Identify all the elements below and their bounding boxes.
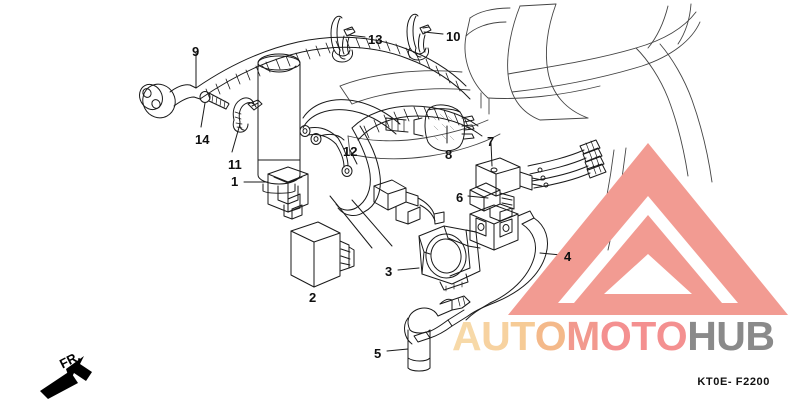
part-9-spiral-cable bbox=[195, 36, 471, 100]
callout-number-10: 10 bbox=[446, 29, 461, 44]
wire-harness-main bbox=[302, 99, 401, 216]
part-2-cdi-unit bbox=[290, 221, 355, 288]
part-3-regulator bbox=[418, 225, 481, 292]
part-12-ground-cable bbox=[299, 125, 353, 177]
part-1-connector bbox=[267, 166, 309, 220]
callout-number-9: 9 bbox=[192, 44, 200, 59]
part-14-bolt bbox=[199, 91, 230, 110]
part-number-label: KT0E- F2200 bbox=[697, 376, 770, 388]
callout-number-1: 1 bbox=[231, 174, 239, 189]
part-10-clip bbox=[406, 13, 432, 61]
part-5-plug-cap bbox=[404, 295, 471, 372]
callout-number-8: 8 bbox=[445, 147, 453, 162]
callout-number-14: 14 bbox=[195, 132, 210, 147]
leader-lines bbox=[195, 31, 562, 352]
callout-number-3: 3 bbox=[385, 264, 393, 279]
callout-number-11: 11 bbox=[228, 157, 242, 172]
part-8-boot-connector bbox=[385, 104, 475, 152]
part-11-clamp bbox=[232, 97, 263, 133]
callout-number-2: 2 bbox=[309, 290, 317, 305]
callout-number-6: 6 bbox=[456, 190, 464, 205]
frame-reference-lines bbox=[339, 3, 713, 251]
callout-number-12: 12 bbox=[343, 144, 358, 159]
part-9-noise-suppressor bbox=[139, 83, 201, 119]
harness-branch-connectors bbox=[373, 179, 445, 225]
part-13-clip bbox=[330, 15, 356, 63]
arrow-glyph bbox=[40, 356, 92, 399]
callout-number-7: 7 bbox=[487, 134, 495, 149]
callout-number-4: 4 bbox=[564, 249, 572, 264]
callout-number-5: 5 bbox=[374, 346, 382, 361]
callout-number-13: 13 bbox=[368, 32, 383, 47]
